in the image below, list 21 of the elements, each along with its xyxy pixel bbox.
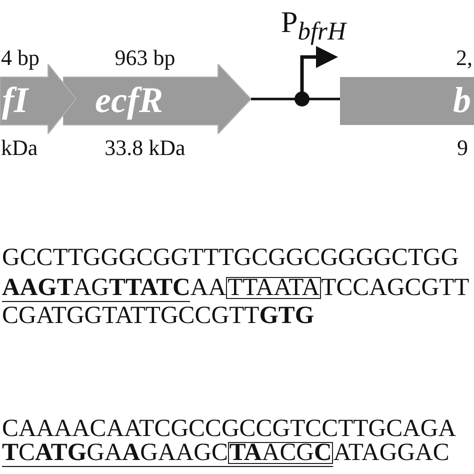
dna-line: [251, 98, 340, 100]
gene-name: b: [453, 82, 471, 118]
dna-sequence: CAAAACAATCGCCGCCGTCCTTGCAGA: [2, 416, 456, 442]
gene-name: fI: [2, 82, 28, 118]
dna-sequence: TCATGGAAGAAGC: [2, 440, 228, 466]
sequence-length: 963 bp: [114, 47, 176, 69]
gene-name: ecfR: [95, 82, 163, 118]
dna-sequence: TCCAGCGTT: [321, 276, 470, 300]
protein-mass: 33.8 kDa: [104, 137, 186, 159]
dna-sequence: CGATGGTATTGCCGTTGTG: [2, 304, 314, 328]
dna-sequence: ATAGGAC: [333, 440, 450, 466]
gene-bar: [340, 77, 474, 125]
protein-mass: 9: [457, 137, 468, 159]
boxed-motif: TTAATA: [226, 276, 322, 299]
sequence-length: 4 bp: [1, 47, 40, 69]
dna-sequence: AAGTAGTTATCAA: [2, 276, 226, 300]
sequence-length: 2,: [456, 47, 472, 69]
dna-sequence: GCCTTGGGCGGTTTGCGGCGGGGCTGG: [2, 246, 459, 270]
protein-mass: kDa: [1, 137, 38, 159]
promoter-label: P$_{bfrH}$: [281, 8, 346, 48]
boxed-motif: TAACGC: [228, 442, 334, 464]
